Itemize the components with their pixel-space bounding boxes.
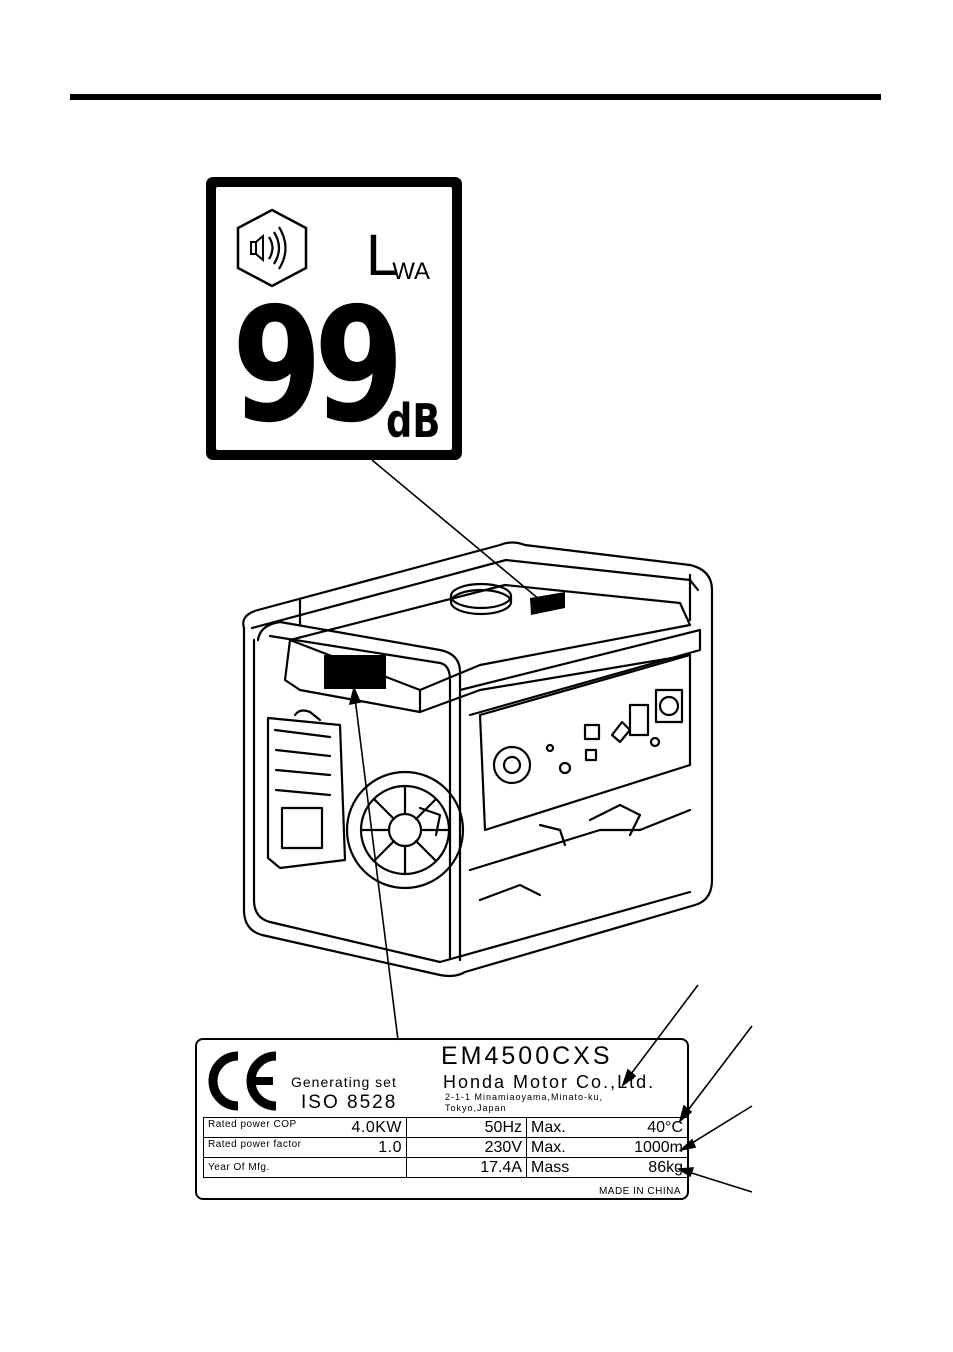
spec-max-temp: Max.40°C <box>527 1118 688 1138</box>
spec-frequency: 50Hz <box>407 1118 527 1138</box>
manufacturer: Honda Motor Co.,Ltd. <box>443 1072 655 1093</box>
ce-mark-icon <box>207 1050 281 1112</box>
plate-location-patch <box>324 655 386 689</box>
spec-value: 1.0 <box>378 1139 402 1157</box>
spec-max-altitude: Max.1000m <box>527 1138 688 1158</box>
address-line-2: Tokyo,Japan <box>445 1103 603 1114</box>
iso-standard: ISO 8528 <box>301 1092 397 1114</box>
spec-value: 4.0KW <box>351 1119 402 1137</box>
spec-voltage: 230V <box>407 1138 527 1158</box>
manufacturer-address: 2-1-1 Minamiaoyama,Minato-ku, Tokyo,Japa… <box>445 1092 603 1114</box>
rating-plate: CE Generating set ISO 8528 EM4500CXS Hon… <box>195 1038 689 1200</box>
model-number: EM4500CXS <box>441 1042 613 1071</box>
spec-label: Year Of Mfg. <box>204 1158 407 1178</box>
generating-set-text: Generating set <box>291 1074 397 1090</box>
address-line-1: 2-1-1 Minamiaoyama,Minato-ku, <box>445 1092 603 1103</box>
made-in-text: MADE IN CHINA <box>599 1186 681 1197</box>
spec-current: 17.4A <box>407 1158 527 1178</box>
